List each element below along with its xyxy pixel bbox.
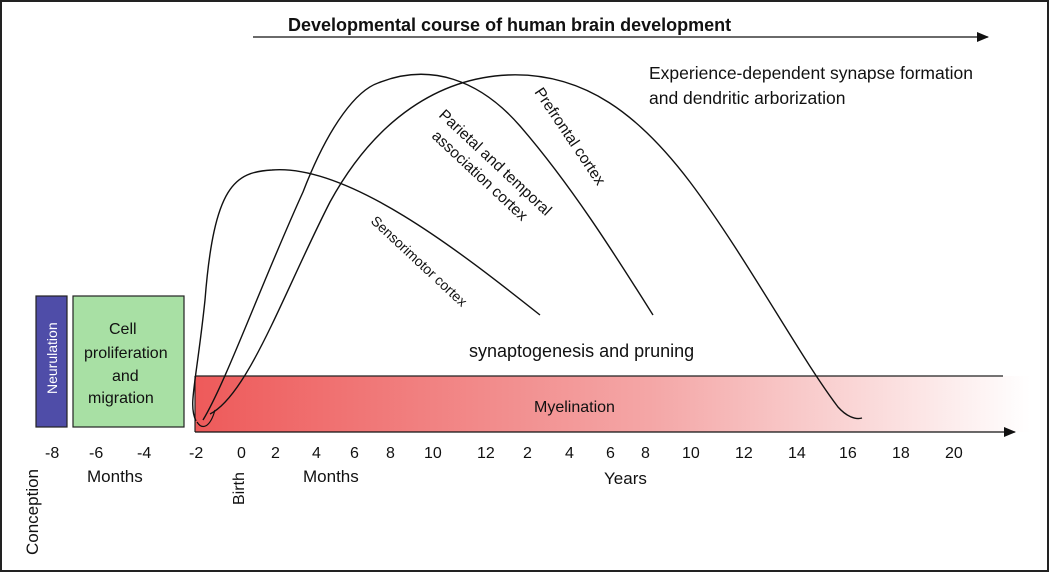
synaptogenesis-label: synaptogenesis and pruning [469,341,694,361]
prefrontal-curve [209,74,863,420]
cell-box-line3: and [112,368,139,385]
neurulation-box [35,295,68,428]
tick-minus-4: -4 [137,445,151,462]
tick-month-10: 10 [424,445,442,462]
tick-year-4: 4 [565,445,574,462]
tick-year-10: 10 [682,445,700,462]
tick-year-20: 20 [945,445,963,462]
tick-month-0: 0 [237,445,246,462]
neurulation-label: Neurulation [44,322,60,394]
birth-label: Birth [231,472,248,505]
cell-box-line4: migration [88,390,154,407]
myelination-label: Myelination [534,399,615,416]
tick-minus-6: -6 [89,445,103,462]
tick-month-4: 4 [312,445,321,462]
conception-label: Conception [23,469,42,555]
years-label: Years [604,469,647,488]
tick-month-6: 6 [350,445,359,462]
tick-year-18: 18 [892,445,910,462]
tick-12: 12 [477,445,495,462]
parietal-temporal-curve [202,73,654,421]
tick-year-12: 12 [735,445,753,462]
tick-year-14: 14 [788,445,806,462]
myelination-band [195,376,1030,432]
annotation-line1: Experience-dependent synapse formation [649,63,973,83]
tick-month-2: 2 [271,445,280,462]
tick-month-minus-2: -2 [189,445,203,462]
curve-origin-hook [196,409,216,428]
tick-month-8: 8 [386,445,395,462]
cell-box-line1: Cell [109,321,137,338]
annotation-line2: and dendritic arborization [649,88,846,108]
cell-proliferation-box [72,295,185,428]
tick-minus-8: -8 [45,445,59,462]
tick-year-2: 2 [523,445,532,462]
cell-box-line2: proliferation [84,345,168,362]
tick-year-8: 8 [641,445,650,462]
tick-year-16: 16 [839,445,857,462]
sensorimotor-curve [192,169,541,422]
title: Developmental course of human brain deve… [288,15,731,35]
tick-year-6: 6 [606,445,615,462]
months-label-postnatal: Months [303,467,359,486]
months-label-prenatal: Months [87,467,143,486]
